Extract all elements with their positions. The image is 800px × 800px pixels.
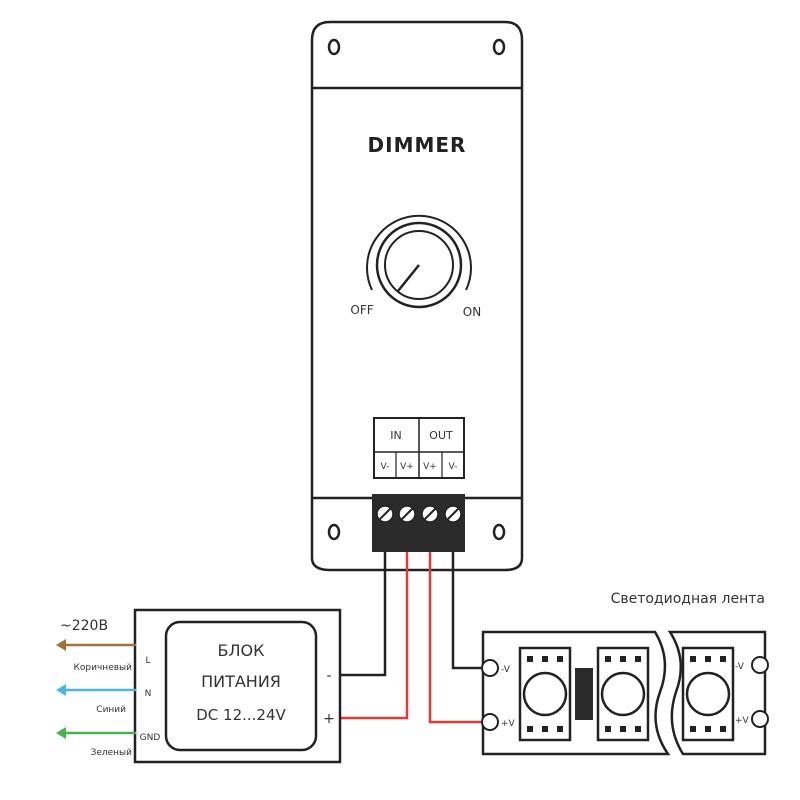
solder-pad-right-minus — [751, 656, 769, 674]
wire-blue-label: Синий — [96, 705, 126, 715]
terminal-label-4: V- — [449, 462, 458, 472]
off-label: OFF — [350, 303, 373, 317]
power-supply: БЛОК ПИТАНИЯ DC 12...24V - + L N GND — [133, 608, 342, 764]
led-chip-1 — [518, 646, 572, 742]
led-chip-3 — [681, 646, 735, 742]
in-label: IN — [390, 429, 401, 442]
psu-label-panel — [164, 620, 318, 752]
psu-rating: DC 12...24V — [196, 706, 286, 724]
wire-in-minus — [340, 552, 387, 677]
screw-3 — [421, 505, 439, 523]
strip-right-minus-label: -V — [735, 662, 745, 672]
solder-pad-right-plus — [751, 710, 769, 728]
psu-in-n: N — [145, 689, 152, 699]
mount-hole-top-left — [327, 38, 341, 56]
knob-pointer — [397, 264, 420, 292]
psu-in-gnd: GND — [140, 733, 161, 743]
strip-right-plus-label: +V — [735, 716, 750, 726]
psu-out-minus: - — [326, 668, 331, 684]
arrow-blue-icon — [56, 684, 66, 696]
dimmer-title: DIMMER — [368, 133, 467, 157]
strip-left-plus-label: +V — [501, 719, 516, 729]
solder-pad-left-plus — [481, 713, 499, 731]
terminal-label-3: V+ — [423, 462, 437, 472]
screw-terminal-block — [372, 494, 465, 552]
knob-range-arc — [366, 214, 472, 291]
out-label: OUT — [429, 429, 453, 442]
terminal-label-1: V- — [381, 462, 390, 472]
wire-out-minus — [451, 552, 490, 670]
terminal-label-2: V+ — [400, 462, 414, 472]
on-label: ON — [463, 305, 481, 319]
wire-green-label: Зеленый — [91, 748, 133, 758]
wires — [340, 552, 490, 724]
mount-hole-bottom-left — [327, 523, 341, 541]
resistor — [575, 668, 593, 720]
led-strip: Светодиодная лента -V +V -V +V — [481, 591, 769, 756]
psu-title-line1: БЛОК — [218, 641, 266, 660]
mains-input: ~220В Коричневый Синий Зеленый — [56, 618, 136, 758]
mount-hole-top-right — [492, 38, 506, 56]
psu-out-plus: + — [323, 711, 335, 727]
led-strip-title: Светодиодная лента — [611, 591, 765, 607]
strip-left-minus-label: -V — [501, 665, 511, 675]
wire-out-plus — [428, 552, 490, 724]
dimmer-device: DIMMER OFF ON IN OUT V- V+ V+ V- — [310, 20, 524, 572]
led-chip-2 — [596, 646, 650, 742]
wire-in-plus — [340, 552, 409, 720]
screw-4 — [444, 505, 462, 523]
screw-2 — [398, 505, 416, 523]
psu-in-l: L — [145, 656, 150, 666]
mount-hole-bottom-right — [492, 523, 506, 541]
arrow-green-icon — [56, 727, 66, 739]
solder-pad-left-minus — [481, 659, 499, 677]
arrow-brown-icon — [56, 639, 66, 651]
psu-title-line2: ПИТАНИЯ — [201, 672, 281, 691]
screw-1 — [376, 505, 394, 523]
wire-brown-label: Коричневый — [74, 663, 133, 673]
mains-voltage-label: ~220В — [60, 618, 108, 634]
